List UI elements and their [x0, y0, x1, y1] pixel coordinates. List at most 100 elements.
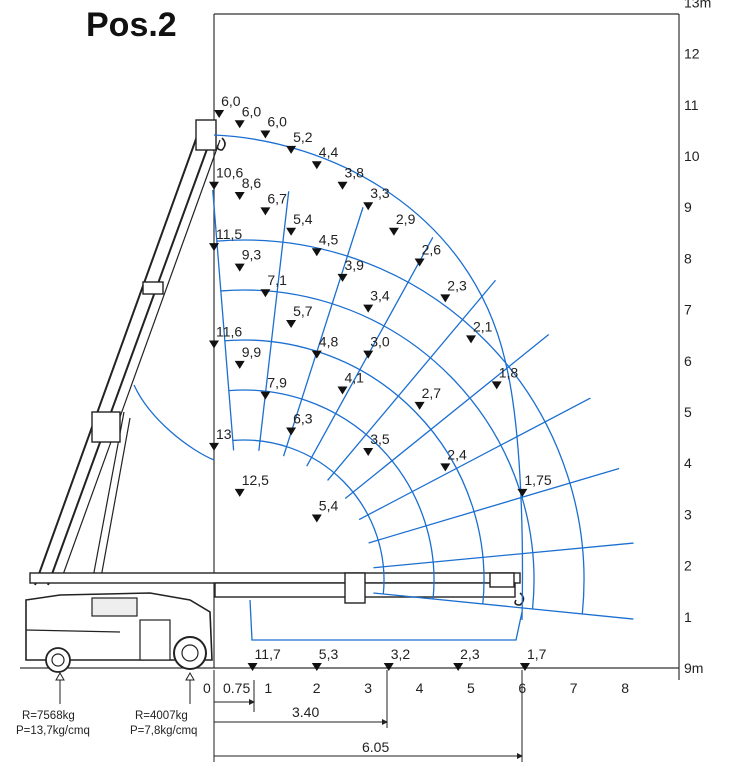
reaction-rear: R=7568kg [22, 710, 75, 722]
load-marker [209, 442, 219, 451]
envelope-arc [228, 389, 435, 600]
load-label: 1,7 [527, 646, 547, 662]
load-label: 7,1 [267, 272, 287, 288]
load-marker [260, 130, 271, 139]
load-marker [363, 350, 374, 359]
load-marker [519, 663, 530, 671]
load-marker [311, 350, 322, 359]
envelope-radial [344, 334, 550, 499]
load-label: 3,8 [345, 165, 365, 181]
y-tick-label: 9m [684, 660, 703, 676]
load-marker [414, 258, 425, 267]
load-label: 10,6 [216, 165, 243, 181]
envelope-radial [368, 467, 620, 544]
base-reactions [55, 671, 195, 704]
outer-envelope [213, 134, 524, 621]
envelope-radial [373, 542, 634, 569]
load-label: 2,4 [447, 446, 467, 462]
crane-illustration [25, 119, 525, 673]
dimension-lines [213, 670, 523, 762]
pressure-rear: P=13,7kg/cmq [16, 725, 90, 737]
load-label: 3,3 [370, 185, 390, 201]
bottom-envelope [249, 599, 523, 641]
load-marker [234, 120, 245, 129]
dim-340: 3.40 [292, 704, 319, 720]
envelope-radial [282, 207, 364, 457]
load-marker [247, 663, 258, 671]
load-label: 2,3 [460, 646, 480, 662]
y-tick-label: 8 [684, 250, 692, 266]
load-label: 12,5 [242, 472, 269, 488]
y-tick-label: 1 [684, 609, 692, 625]
load-label: 3,4 [370, 288, 390, 304]
load-marker [260, 207, 271, 216]
boom-joint [142, 281, 164, 295]
x-tick-label: 7 [570, 680, 578, 696]
y-tick-label: 13m [684, 0, 711, 10]
load-label: 2,1 [473, 318, 493, 334]
load-marker [234, 360, 245, 369]
load-label: 2,9 [396, 211, 416, 227]
y-tick-label: 5 [684, 404, 692, 420]
load-label: 2,7 [422, 385, 442, 401]
y-tick-label: 6 [684, 353, 692, 369]
load-label: 13 [216, 426, 232, 442]
load-points: 6,06,06,05,24,43,83,32,92,62,32,11,81,75… [209, 93, 552, 671]
load-label: 6,0 [221, 93, 241, 109]
horizontal-boom [29, 572, 521, 584]
load-marker [337, 386, 348, 395]
load-label: 7,9 [267, 375, 287, 391]
load-marker [209, 181, 219, 190]
load-label: 3,9 [345, 257, 365, 273]
load-label: 6,0 [242, 103, 262, 119]
inner-envelope [133, 384, 215, 461]
load-label: 11,7 [255, 646, 281, 662]
load-marker [234, 488, 245, 497]
y-tick-label: 9 [684, 199, 692, 215]
y-tick-label: 10 [684, 148, 700, 164]
y-tick-label: 3 [684, 506, 692, 522]
load-marker [286, 145, 297, 154]
load-marker [363, 202, 374, 211]
x-tick-label: 2 [313, 680, 321, 696]
load-label: 5,2 [293, 129, 313, 145]
load-marker [440, 294, 451, 303]
load-label: 3,2 [391, 646, 411, 662]
envelope-radial [258, 191, 290, 451]
load-marker [466, 335, 476, 344]
x-tick-label: 8 [621, 680, 629, 696]
load-label: 11,5 [216, 226, 242, 242]
envelope-radial [358, 397, 591, 521]
load-label: 2,6 [422, 242, 442, 258]
load-label: 9,3 [242, 247, 262, 263]
y-tick-label: 12 [684, 46, 700, 62]
y-tick-label: 4 [684, 455, 692, 471]
envelope-arc [216, 239, 585, 615]
chart-title: Pos.2 [86, 6, 177, 44]
x-tick-label: 0 [203, 680, 211, 696]
load-label: 5,4 [319, 498, 339, 514]
load-label: 5,7 [293, 303, 313, 319]
load-label: 11,6 [216, 323, 242, 339]
load-marker [363, 447, 374, 456]
load-marker [260, 289, 271, 298]
reaction-front: R=4007kg [135, 710, 188, 722]
load-label: 1,8 [499, 364, 519, 380]
load-label: 6,7 [267, 190, 287, 206]
envelope-arc [224, 339, 485, 605]
load-label: 1,75 [524, 472, 551, 488]
load-label: 4,8 [319, 334, 339, 350]
envelope-radial [212, 189, 235, 451]
pressure-front: P=7,8kg/cmq [130, 725, 197, 737]
load-marker [491, 381, 502, 390]
dim-605: 6.05 [362, 739, 389, 755]
load-marker [311, 514, 322, 523]
y-tick-label: 11 [684, 97, 699, 113]
load-marker [453, 663, 464, 671]
load-marker [286, 319, 297, 328]
load-marker [234, 191, 245, 200]
load-label: 6,0 [267, 114, 287, 130]
